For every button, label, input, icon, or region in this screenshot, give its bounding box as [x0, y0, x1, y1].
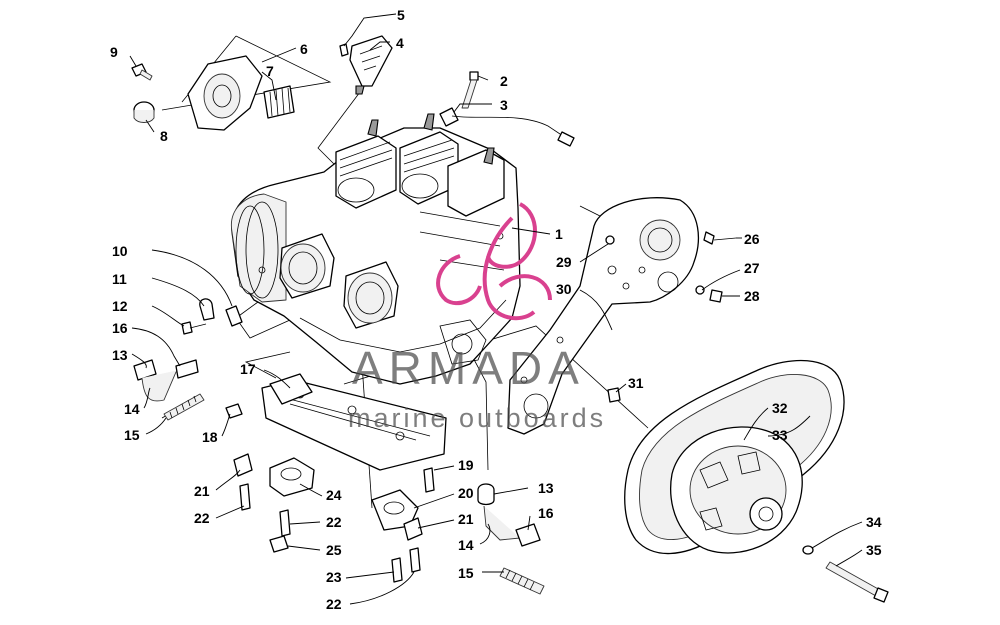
throttle-body-left: [279, 233, 335, 299]
callout-3: 3: [500, 97, 508, 113]
bracket-part-21-right: [403, 517, 423, 541]
callout-11: 11: [112, 271, 127, 287]
bolt-part-9: [131, 63, 153, 81]
callout-7: 7: [266, 63, 274, 79]
callout-14-left: 14: [124, 401, 140, 417]
watermark-brand: ARMADA: [352, 342, 585, 394]
callout-10: 10: [112, 243, 128, 259]
callout-13-left: 13: [112, 347, 128, 363]
bolt-part-18: [225, 403, 243, 419]
hose-assembly-right: [477, 483, 541, 547]
callout-13-right: 13: [538, 480, 554, 496]
callout-22-a: 22: [194, 510, 210, 526]
mount-part-24: [269, 457, 315, 497]
callout-15-left: 15: [124, 427, 140, 443]
washer-part-27: [695, 285, 705, 295]
callout-30: 30: [556, 281, 572, 297]
callout-numbers: 1 2 3 4 5 6 7 8 9 10 11 12 13 13 14 14 1…: [110, 7, 882, 612]
callout-15-right: 15: [458, 565, 474, 581]
callout-16-left: 16: [112, 320, 128, 336]
callout-25: 25: [326, 542, 342, 558]
callout-16-right: 16: [538, 505, 554, 521]
mount-part-20: [371, 489, 419, 531]
bolt-part-19: [423, 467, 435, 493]
engine-mount-plate: [261, 373, 447, 471]
callout-19: 19: [458, 457, 474, 473]
callout-31: 31: [628, 375, 644, 391]
watermark-logo-swirl: [436, 202, 552, 321]
callout-22-c: 22: [326, 596, 342, 612]
washer-part-29: [605, 235, 615, 245]
callout-27: 27: [744, 260, 760, 276]
callout-21-right: 21: [458, 511, 474, 527]
callout-12: 12: [112, 298, 128, 314]
clamp-part-10: [225, 305, 243, 327]
callout-22-b: 22: [326, 514, 342, 530]
throttle-body-right: [343, 261, 399, 329]
callout-23: 23: [326, 569, 342, 585]
spring-part-15-left: [161, 393, 205, 421]
callout-8: 8: [160, 128, 168, 144]
spring-part-15-right: [499, 567, 545, 595]
hose-assembly-left: [133, 359, 199, 402]
washer-part-25: [269, 535, 289, 553]
sensor-part-3: [439, 107, 575, 147]
bolt-part-35: [825, 561, 889, 603]
callout-18: 18: [202, 429, 218, 445]
callout-32: 32: [772, 400, 788, 416]
callout-14-right: 14: [458, 537, 474, 553]
callout-2: 2: [500, 73, 508, 89]
nut-part-8: [133, 101, 155, 123]
watermark-tagline: marine outboards: [348, 403, 606, 433]
callout-33: 33: [772, 427, 788, 443]
bolts-part-22-23: [239, 483, 421, 583]
callout-20: 20: [458, 485, 474, 501]
callout-1: 1: [555, 226, 563, 242]
callout-29: 29: [556, 254, 572, 270]
cover-part-6: [187, 55, 263, 131]
callout-35: 35: [866, 542, 882, 558]
callout-9: 9: [110, 44, 118, 60]
callout-21-left: 21: [194, 483, 210, 499]
bolt-part-26: [703, 231, 737, 245]
callout-5: 5: [397, 7, 405, 23]
filter-part-7: [263, 85, 295, 119]
bolt-part-2: [461, 71, 479, 109]
clutch-bracket-part-30: [507, 197, 700, 435]
callout-26: 26: [744, 231, 760, 247]
callout-17: 17: [240, 361, 256, 377]
bracket-part-21-left: [233, 453, 253, 477]
callout-28: 28: [744, 288, 760, 304]
leader-lines: [129, 13, 863, 605]
callout-6: 6: [300, 41, 308, 57]
screw-part-12: [181, 321, 207, 335]
clamp-part-11: [199, 298, 215, 321]
washer-part-34: [802, 545, 814, 555]
watermark-logo: [436, 202, 552, 321]
engine-block: [230, 113, 521, 385]
callout-24: 24: [326, 487, 342, 503]
primary-clutch-part-32: [670, 426, 803, 554]
lifting-handle-part-4: [339, 35, 393, 95]
callout-4: 4: [396, 35, 404, 51]
callout-34: 34: [866, 514, 882, 530]
